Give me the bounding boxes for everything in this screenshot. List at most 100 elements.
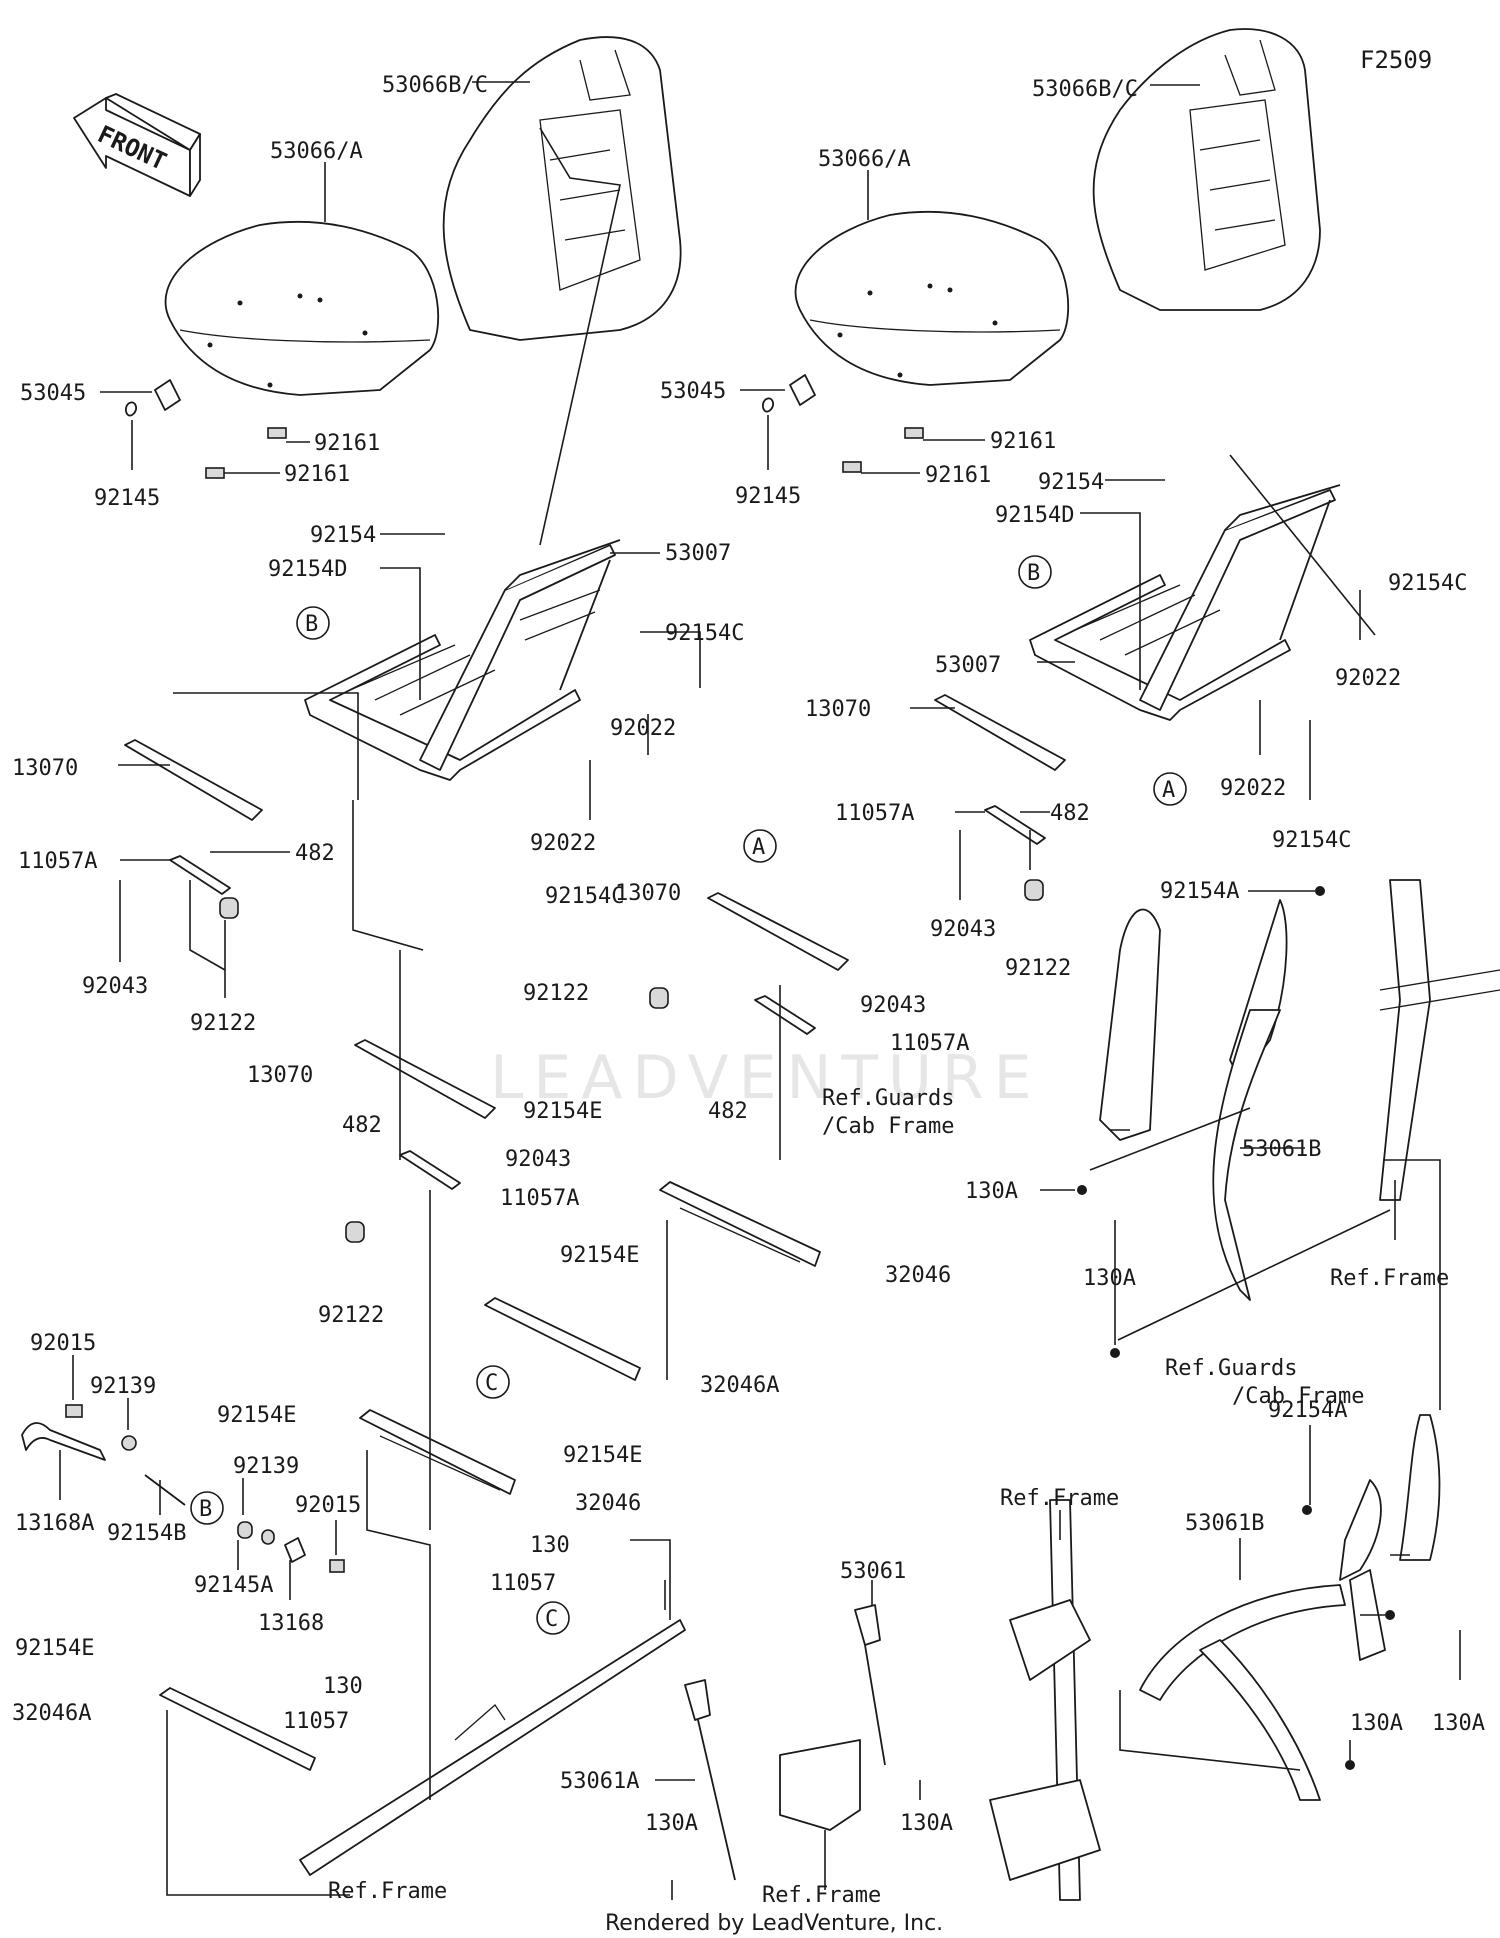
guard-frame-lower	[1399, 1414, 1441, 1561]
label-32046-lower: 32046	[575, 1491, 641, 1516]
callout-b-right: B	[1018, 555, 1052, 589]
label-32046a-upper: 32046A	[700, 1373, 779, 1398]
label-53061: 53061	[840, 1559, 906, 1584]
slider-11057a-left	[169, 855, 231, 895]
right-seat-assembly: B A	[740, 28, 1376, 901]
label-53066a-right: 53066/A	[818, 147, 911, 172]
callout-a-center: A	[743, 829, 777, 863]
label-92154e-upper: 92154E	[560, 1243, 639, 1268]
guard-frame-upper	[1099, 908, 1161, 1141]
label-92122-right: 92122	[1005, 956, 1071, 981]
svg-text:B: B	[199, 1497, 212, 1522]
label-13070-lower: 13070	[247, 1063, 313, 1088]
seat-cushion-left	[164, 220, 440, 396]
clip-92161-left-a	[267, 427, 287, 439]
svg-text:C: C	[485, 1371, 498, 1396]
spring-92145-left	[125, 401, 137, 417]
bolt-92154b	[144, 1474, 186, 1506]
label-92154a-lower: 92154A	[1268, 1398, 1347, 1423]
label-92161-left-a: 92161	[314, 431, 380, 456]
belt-retractor-lower	[1339, 1479, 1382, 1581]
label-130-lower: 130	[323, 1674, 363, 1699]
seat-frame-53007-left	[304, 539, 621, 781]
label-130a-center-a: 130A	[645, 1811, 698, 1836]
label-92154e-mid: 92154E	[217, 1403, 296, 1428]
label-92161-left-b: 92161	[284, 462, 350, 487]
bushing-92122-right	[1024, 879, 1044, 901]
label-cab-frame-a: /Cab Frame	[822, 1114, 954, 1139]
label-ref-guards-a: Ref.Guards	[822, 1086, 954, 1111]
buckle-bracket	[779, 1739, 861, 1831]
label-13070-center: 13070	[615, 881, 681, 906]
seat-belt-upper-right	[1040, 879, 1500, 1358]
rail-13070-left	[124, 739, 263, 821]
label-92015-left: 92015	[30, 1331, 96, 1356]
label-53066bc-left: 53066B/C	[382, 73, 488, 98]
label-92145a: 92145A	[194, 1573, 273, 1598]
left-seat-assembly: B	[100, 36, 701, 998]
label-cab-frame-b: /Cab Frame	[1232, 1384, 1364, 1409]
bolt-92154a-upper	[1315, 886, 1325, 896]
latch-53045-right	[789, 374, 816, 406]
label-92139-right: 92139	[233, 1454, 299, 1479]
seat-rail-32046a-upper	[484, 1297, 641, 1381]
label-92043-left: 92043	[82, 974, 148, 999]
frame-rail	[299, 1619, 686, 1876]
label-92043-lower: 92043	[505, 1147, 571, 1172]
clip-92161-right-a	[904, 427, 924, 439]
svg-text:B: B	[305, 612, 318, 637]
label-11057-upper: 11057	[490, 1571, 556, 1596]
label-92022-left-b: 92022	[530, 831, 596, 856]
rail-13070-right	[934, 694, 1066, 771]
label-92022-right-a: 92022	[1335, 666, 1401, 691]
spring-92145-right	[762, 397, 774, 413]
washer-92139-right	[261, 1529, 275, 1545]
label-92154d-left: 92154D	[268, 557, 347, 582]
label-92161-right-a: 92161	[990, 429, 1056, 454]
label-13168a: 13168A	[15, 1511, 94, 1536]
lever-13168a	[21, 1422, 106, 1461]
svg-text:A: A	[752, 835, 765, 860]
label-130a-lower-a: 130A	[1350, 1711, 1403, 1736]
lever-13168	[284, 1537, 306, 1563]
label-92154d-right: 92154D	[995, 503, 1074, 528]
callout-b-hardware: B	[190, 1491, 224, 1525]
bushing-92122-center	[649, 987, 669, 1009]
label-92043-right: 92043	[930, 917, 996, 942]
label-482-center: 482	[708, 1099, 748, 1124]
bolt-130a-lower-right	[1385, 1610, 1395, 1620]
label-ref-frame-upper: Ref.Frame	[1330, 1266, 1449, 1291]
label-92154a-upper: 92154A	[1160, 879, 1239, 904]
label-13070-right: 13070	[805, 697, 871, 722]
callout-a-right: A	[1153, 772, 1187, 806]
slider-11057a-center	[754, 995, 816, 1035]
label-130a-upper-b: 130A	[1083, 1266, 1136, 1291]
seat-backrest-left	[442, 36, 682, 341]
label-13168: 13168	[258, 1611, 324, 1636]
seat-frame-53007-right	[1029, 484, 1341, 721]
label-53066bc-right: 53066B/C	[1032, 77, 1138, 102]
svg-text:B: B	[1027, 561, 1040, 586]
bushing-92122-lower	[345, 1221, 365, 1243]
label-92154c-left-b: 92154C	[545, 884, 624, 909]
rail-13070-lower	[354, 1039, 496, 1119]
label-92154e-center: 92154E	[523, 1099, 602, 1124]
label-53045-right: 53045	[660, 379, 726, 404]
label-92154c-left-a: 92154C	[665, 621, 744, 646]
label-92043-center: 92043	[860, 993, 926, 1018]
label-ref-guards-b: Ref.Guards	[1165, 1356, 1297, 1381]
rail-13070-center	[707, 892, 849, 971]
label-92154-left: 92154	[310, 523, 376, 548]
spring-92145a	[237, 1521, 253, 1539]
label-92022-right-b: 92022	[1220, 776, 1286, 801]
buckle-53061a	[684, 1679, 711, 1721]
label-92161-right-b: 92161	[925, 463, 991, 488]
svg-text:C: C	[545, 1607, 558, 1632]
callout-b-left: B	[296, 606, 330, 640]
watermark: LEADVENTURE	[490, 1043, 1042, 1113]
label-32046a-lower: 32046A	[12, 1701, 91, 1726]
seat-rail-32046-upper	[659, 1181, 821, 1267]
label-92154b: 92154B	[107, 1521, 186, 1546]
seat-belt-buckles	[655, 1580, 921, 1900]
